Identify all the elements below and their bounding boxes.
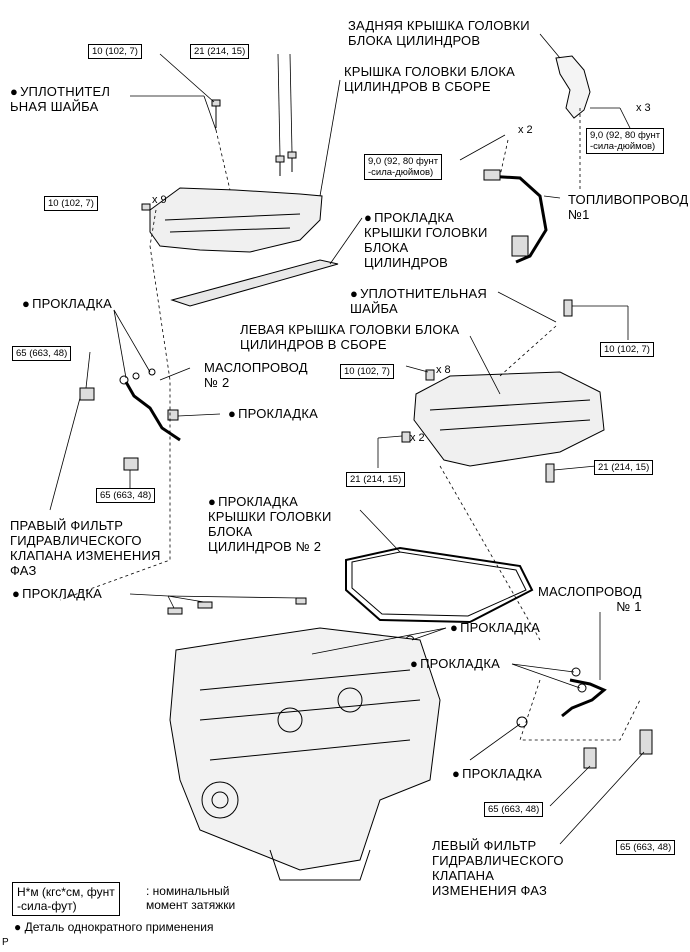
single-use-dot-icon: ● [12,586,21,601]
head-cover-gasket-2-label: ●ПРОКЛАДКА КРЫШКИ ГОЛОВКИ БЛОКА ЦИЛИНДРО… [208,494,332,554]
lh-head-cover-label: ЛЕВАЯ КРЫШКА ГОЛОВКИ БЛОКА ЦИЛИНДРОВ В С… [240,322,460,352]
torque-box: 9,0 (92, 80 фунт -сила-дюймов) [364,154,443,180]
rear-cover-part [555,55,591,119]
torque-box: 21 (214, 15) [190,44,250,59]
gasket-engine-right-text: ПРОКЛАДКА [460,620,540,635]
oil-pipe-2-part [124,381,181,442]
rear-cover-label: ЗАДНЯЯ КРЫШКА ГОЛОВКИ БЛОКА ЦИЛИНДРОВ [348,18,530,48]
quantity-label: x 3 [636,102,651,114]
gasket-engine-left-text: ПРОКЛАДКА [22,586,102,601]
head-cover-gasket-text: ПРОКЛАДКА КРЫШКИ ГОЛОВКИ БЛОКА ЦИЛИНДРОВ [364,210,488,270]
torque-box: 10 (102, 7) [340,364,394,379]
single-use-legend: ● Деталь однократного применения [14,920,214,934]
torque-unit-desc: : номинальный момент затяжки [146,884,236,912]
torque-box: 10 (102, 7) [600,342,654,357]
fuel-pipe-label: ТОПЛИВОПРОВОД №1 [568,192,689,222]
seal-washer-1-text: УПЛОТНИТЕЛ ЬНАЯ ШАЙБА [10,84,111,114]
single-use-dot-icon: ● [452,766,461,781]
gasket-engine-left-label: ●ПРОКЛАДКА [12,586,102,601]
seal-washer-2-label: ●УПЛОТНИТЕЛЬНАЯ ШАЙБА [350,286,487,316]
head-cover-gasket-label: ●ПРОКЛАДКА КРЫШКИ ГОЛОВКИ БЛОКА ЦИЛИНДРО… [364,210,488,270]
lh-head-cover-part [413,371,605,467]
quantity-label: x 2 [410,432,425,444]
gasket-left-top-text: ПРОКЛАДКА [32,296,112,311]
head-cover-assy-label: КРЫШКА ГОЛОВКИ БЛОКА ЦИЛИНДРОВ В СБОРЕ [344,64,516,94]
oil-pipe-1-label: МАСЛОПРОВОД № 1 [538,584,642,614]
oil-pipe-1-part [561,678,607,718]
gasket-right-a-label: ●ПРОКЛАДКА [410,656,500,671]
torque-box: 65 (663, 48) [484,802,544,817]
head-cover-gasket-part [170,259,339,307]
torque-box: 65 (663, 48) [12,346,72,361]
torque-box: 9,0 (92, 80 фунт -сила-дюймов) [586,128,665,154]
single-use-legend-text: Деталь однократного применения [24,920,214,934]
quantity-label: x 9 [152,194,167,206]
engine-block-part [169,627,441,871]
seal-washer-2-text: УПЛОТНИТЕЛЬНАЯ ШАЙБА [350,286,487,316]
gasket-left-top-label: ●ПРОКЛАДКА [22,296,112,311]
footer-mark: P [2,937,9,948]
torque-box: 21 (214, 15) [346,472,406,487]
lh-filter-label: ЛЕВЫЙ ФИЛЬТР ГИДРАВЛИЧЕСКОГО КЛАПАНА ИЗМ… [432,838,564,898]
gasket-mid-text: ПРОКЛАДКА [238,406,318,421]
single-use-dot-icon: ● [410,656,419,671]
single-use-dot-icon: ● [450,620,459,635]
torque-box: 65 (663, 48) [96,488,156,503]
rh-filter-label: ПРАВЫЙ ФИЛЬТР ГИДРАВЛИЧЕСКОГО КЛАПАНА ИЗ… [10,518,161,578]
single-use-dot-icon: ● [364,210,373,225]
head-cover-gasket-2-part [345,546,534,624]
single-use-dot-icon: ● [228,406,237,421]
rh-head-cover-part [149,187,323,253]
torque-box: 10 (102, 7) [88,44,142,59]
single-use-dot-icon: ● [14,920,25,934]
single-use-dot-icon: ● [10,84,19,99]
gasket-right-a-text: ПРОКЛАДКА [420,656,500,671]
torque-box: 10 (102, 7) [44,196,98,211]
fuel-pipe-part [485,174,548,264]
torque-box: 65 (663, 48) [616,840,676,855]
oil-pipe-2-label: МАСЛОПРОВОД № 2 [204,360,308,390]
single-use-dot-icon: ● [208,494,217,509]
seal-washer-1-label: ●УПЛОТНИТЕЛ ЬНАЯ ШАЙБА [10,84,110,114]
gasket-right-b-label: ●ПРОКЛАДКА [452,766,542,781]
single-use-dot-icon: ● [22,296,31,311]
gasket-mid-label: ●ПРОКЛАДКА [228,406,318,421]
torque-box: 21 (214, 15) [594,460,654,475]
torque-unit-box: Н*м (кгс*см, фунт -сила-фут) [12,882,120,916]
quantity-label: x 8 [436,364,451,376]
single-use-dot-icon: ● [350,286,359,301]
gasket-right-b-text: ПРОКЛАДКА [462,766,542,781]
quantity-label: x 2 [518,124,533,136]
gasket-engine-right-label: ●ПРОКЛАДКА [450,620,540,635]
head-cover-gasket-2-text: ПРОКЛАДКА КРЫШКИ ГОЛОВКИ БЛОКА ЦИЛИНДРОВ… [208,494,332,554]
